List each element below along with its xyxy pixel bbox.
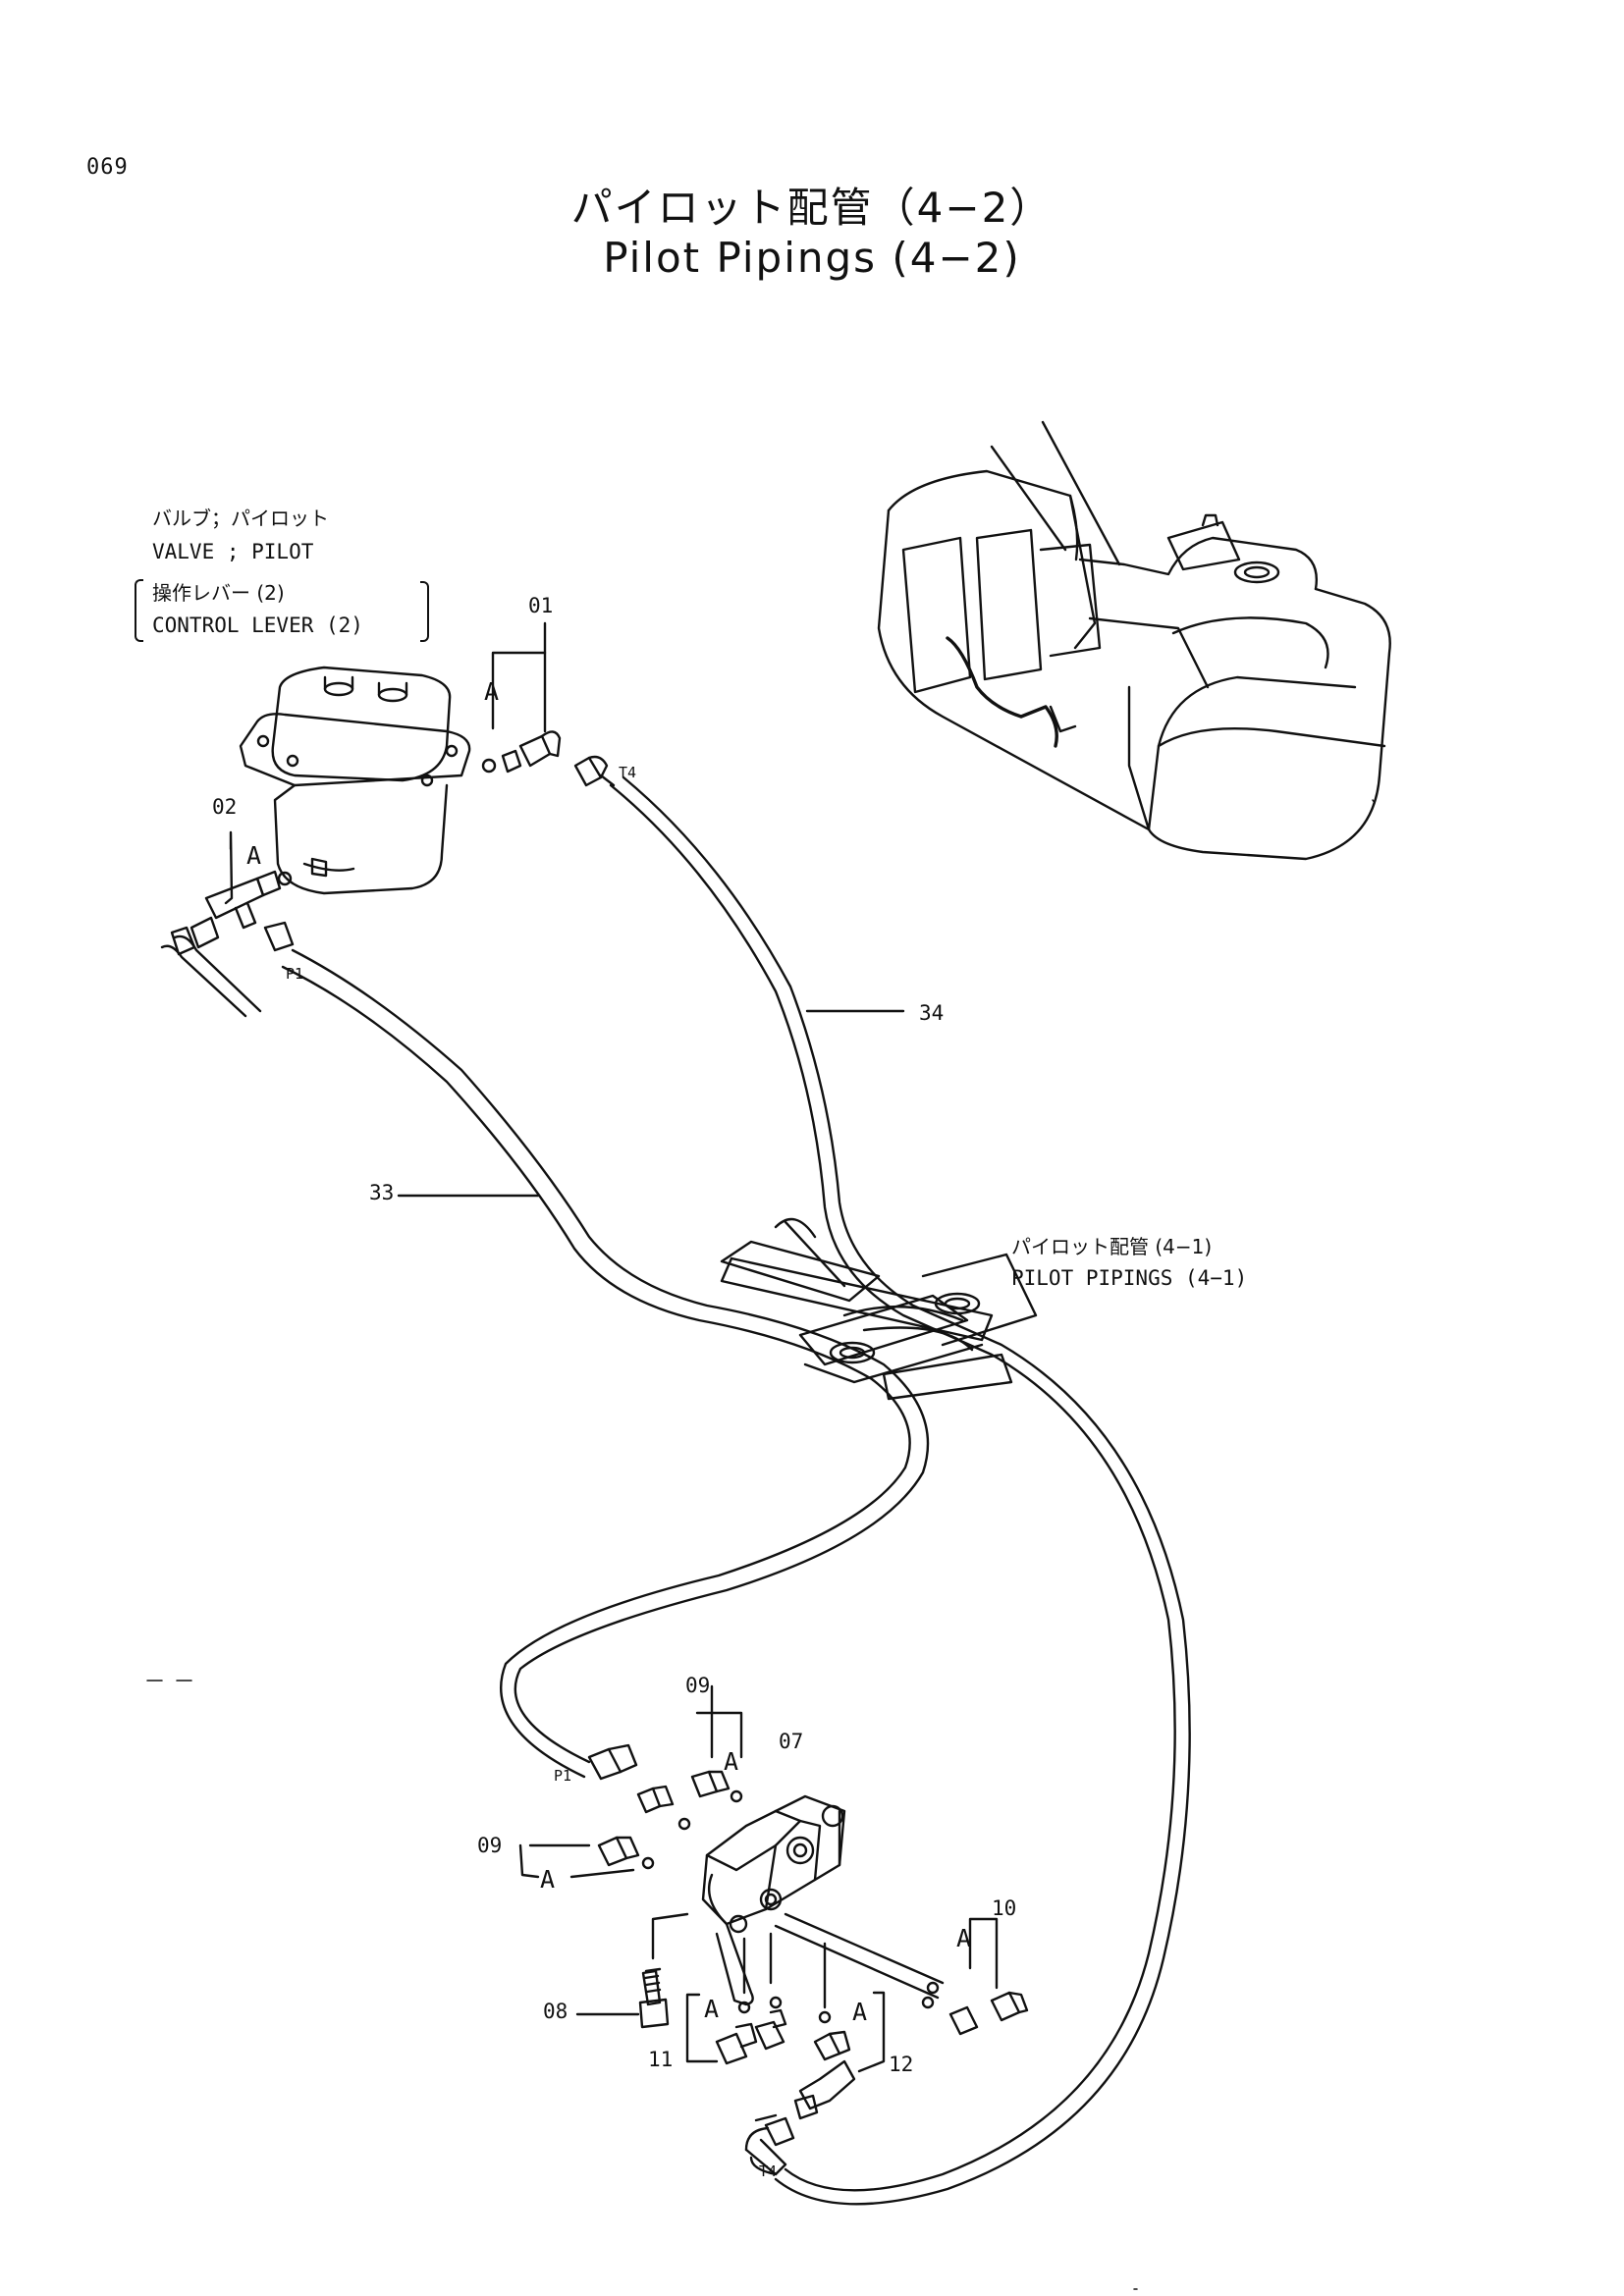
callout-lever-en: CONTROL LEVER (2) — [152, 614, 363, 637]
page-number: 069 — [86, 155, 129, 180]
part-number-08: 08 — [543, 2000, 568, 2023]
part-number-33: 33 — [369, 1181, 395, 1204]
shuttle-valve-07 — [701, 1794, 945, 2006]
part-number-11: 11 — [648, 2048, 674, 2071]
group-marker-a-09-left: A — [540, 1865, 556, 1894]
part-number-02: 02 — [212, 795, 238, 819]
hose-34 — [609, 775, 1191, 2206]
bracket-line-09-top — [695, 1684, 743, 1759]
part-number-09-left: 09 — [477, 1834, 503, 1857]
bracket-line-10 — [968, 1917, 999, 1990]
part-number-10: 10 — [992, 1896, 1017, 1920]
port-marker-p1-bottom: P1 — [554, 1767, 572, 1785]
group-marker-a-12: A — [852, 1998, 868, 2026]
part-number-12: 12 — [889, 2053, 914, 2076]
fittings-11 — [715, 1932, 787, 2065]
bracket-line-09-left — [518, 1843, 635, 1879]
group-marker-a-11: A — [704, 1995, 720, 2023]
group-marker-a-09-top: A — [724, 1747, 739, 1776]
callout-bracket-right — [420, 581, 429, 642]
fitting-09-left — [597, 1836, 655, 1870]
bolt-08-guide — [651, 1912, 689, 1960]
elbow-fitting-01 — [481, 730, 616, 787]
fittings-12 — [793, 1942, 856, 2120]
tee-fitting-02 — [160, 870, 295, 1018]
group-marker-a-01: A — [484, 677, 500, 706]
bracket-line-01 — [491, 651, 547, 730]
fitting-10 — [921, 1981, 1029, 2036]
callout-reference-en: PILOT PIPINGS (4−1) — [1011, 1266, 1248, 1290]
group-marker-a-02: A — [246, 841, 262, 870]
group-marker-a-10: A — [956, 1924, 972, 1952]
callout-reference-jp: パイロット配管 (4−1) — [1011, 1235, 1213, 1258]
part-number-09-top: 09 — [685, 1674, 711, 1697]
bolt-08 — [638, 1967, 670, 2029]
excavator-overview-illustration — [877, 420, 1391, 861]
bracket-line-11 — [685, 1993, 719, 2063]
callout-valve-en: VALVE ; PILOT — [152, 540, 314, 563]
fitting-p1-bottom — [587, 1743, 675, 1814]
bracket-line-02 — [224, 830, 234, 905]
callout-bracket-left — [135, 579, 143, 642]
part-number-34: 34 — [919, 1001, 945, 1025]
part-number-07: 07 — [779, 1730, 804, 1753]
callout-lever-jp: 操作レバー (2) — [152, 581, 285, 605]
fitting-t4-bottom — [744, 2113, 795, 2176]
callout-valve-jp: バルブ；パイロット — [152, 507, 329, 530]
page-title-japanese: パイロット配管（4−2） — [570, 184, 1054, 232]
hose-33 — [281, 948, 930, 1779]
part-number-01: 01 — [528, 594, 554, 617]
page-title-english: Pilot Pipings (4−2) — [603, 234, 1021, 282]
pilot-valve-illustration — [239, 666, 471, 895]
fitting-09-top — [677, 1770, 743, 1831]
pipe-clamp-assembly — [720, 1217, 1038, 1401]
bracket-line-12 — [857, 1991, 886, 2073]
